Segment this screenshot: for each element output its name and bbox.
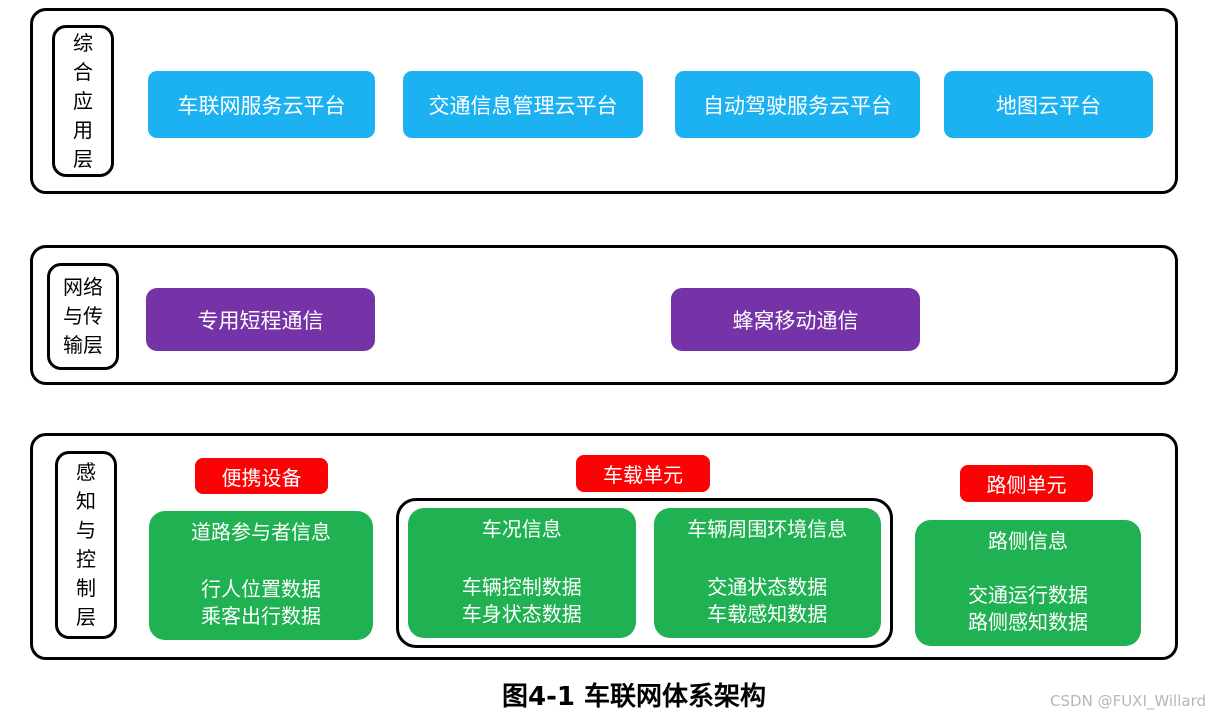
csdn-watermark: CSDN @FUXI_Willard xyxy=(1050,692,1206,710)
cloud-platform-autonomous-driving-label: 自动驾驶服务云平台 xyxy=(703,93,892,118)
portable-device-tag: 便携设备 xyxy=(195,458,328,494)
cloud-platform-iov-service: 车联网服务云平台 xyxy=(148,71,375,138)
cloud-platform-iov-service-label: 车联网服务云平台 xyxy=(177,93,346,118)
vehicle-surroundings-info-title: 车辆周围环境信息 xyxy=(687,517,848,541)
vehicle-surroundings-info-lines: 交通状态数据 车载感知数据 xyxy=(707,574,827,628)
roadside-sensing-data: 路侧感知数据 xyxy=(968,610,1088,634)
roadside-unit-tag: 路侧单元 xyxy=(960,465,1093,502)
application-layer-label-text: 综合应用层 xyxy=(73,30,93,171)
vehicle-condition-info-title: 车况信息 xyxy=(481,517,562,541)
dsrc-communication: 专用短程通信 xyxy=(146,288,375,351)
perception-layer-box: 感知与控制层 便携设备 道路参与者信息 行人位置数据 乘客出行数据 车载单元 车… xyxy=(30,433,1178,660)
onboard-sensing-data: 车载感知数据 xyxy=(707,602,828,626)
vehicle-condition-info-box: 车况信息 车辆控制数据 车身状态数据 xyxy=(408,508,636,638)
pedestrian-position-data: 行人位置数据 xyxy=(201,577,321,601)
cellular-communication: 蜂窝移动通信 xyxy=(671,288,920,351)
figure-caption: 图4-1 车联网体系架构 xyxy=(501,682,767,712)
cloud-platform-traffic-info-label: 交通信息管理云平台 xyxy=(428,93,618,118)
cloud-platform-map-label: 地图云平台 xyxy=(996,93,1101,118)
cloud-platform-map: 地图云平台 xyxy=(944,71,1153,138)
vehicle-control-data: 车辆控制数据 xyxy=(461,575,582,599)
passenger-travel-data: 乘客出行数据 xyxy=(201,604,321,628)
cloud-platform-traffic-info: 交通信息管理云平台 xyxy=(403,71,643,138)
perception-layer-label: 感知与控制层 xyxy=(55,451,117,639)
application-layer-box: 综合应用层 车联网服务云平台 交通信息管理云平台 自动驾驶服务云平台 地图云平台 xyxy=(30,8,1178,194)
network-layer-label-text: 网络与传输层 xyxy=(63,275,103,357)
roadside-info-lines: 交通运行数据 路侧感知数据 xyxy=(968,582,1088,636)
road-participant-info-title: 道路参与者信息 xyxy=(191,520,331,544)
perception-layer-label-text: 感知与控制层 xyxy=(76,460,96,629)
network-layer-box: 网络与传输层 专用短程通信 蜂窝移动通信 xyxy=(30,245,1178,385)
road-participant-info-box: 道路参与者信息 行人位置数据 乘客出行数据 xyxy=(149,511,373,640)
network-layer-label: 网络与传输层 xyxy=(47,263,119,370)
dsrc-communication-label: 专用短程通信 xyxy=(197,308,324,333)
vehicle-condition-info-lines: 车辆控制数据 车身状态数据 xyxy=(462,574,582,628)
traffic-operation-data: 交通运行数据 xyxy=(968,583,1088,607)
roadside-info-box: 路侧信息 交通运行数据 路侧感知数据 xyxy=(915,520,1141,646)
road-participant-info-lines: 行人位置数据 乘客出行数据 xyxy=(201,576,321,630)
vehicle-body-status-data: 车身状态数据 xyxy=(461,602,582,626)
roadside-info-title: 路侧信息 xyxy=(988,529,1068,553)
onboard-unit-tag: 车载单元 xyxy=(576,455,710,492)
vehicle-surroundings-info-box: 车辆周围环境信息 交通状态数据 车载感知数据 xyxy=(653,508,881,638)
onboard-unit-tag-label: 车载单元 xyxy=(603,463,683,487)
traffic-status-data: 交通状态数据 xyxy=(707,575,828,599)
cloud-platform-autonomous-driving: 自动驾驶服务云平台 xyxy=(675,71,920,138)
portable-device-tag-label: 便携设备 xyxy=(221,465,302,490)
onboard-unit-group-box: 车况信息 车辆控制数据 车身状态数据 车辆周围环境信息 交通状态数据 车载感知数… xyxy=(396,498,893,648)
roadside-unit-tag-label: 路侧单元 xyxy=(986,473,1067,497)
cellular-communication-label: 蜂窝移动通信 xyxy=(732,308,859,333)
application-layer-label: 综合应用层 xyxy=(52,25,114,177)
